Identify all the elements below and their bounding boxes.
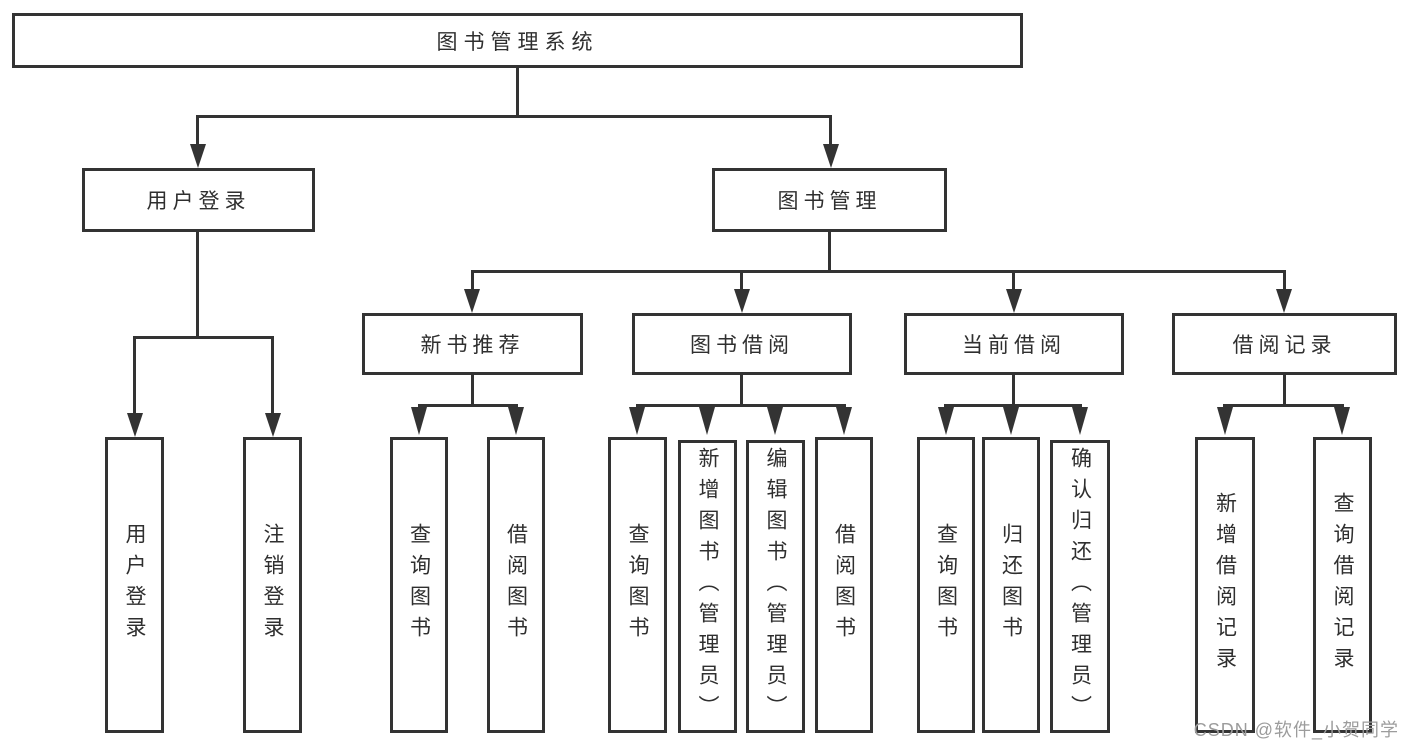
arrow-down-icon (836, 407, 852, 435)
connector-line (133, 336, 274, 339)
node-leaf-query-books-1: 查询图书 (390, 437, 448, 733)
node-leaf-add-borrow-record: 新增借阅记录 (1195, 437, 1255, 733)
node-leaf-edit-books-admin: 编辑图书（管理员） (746, 440, 805, 733)
node-leaf-query-books-2: 查询图书 (608, 437, 667, 733)
node-leaf-borrow-books-2-label: 借阅图书 (832, 523, 856, 647)
arrow-down-icon (464, 289, 480, 313)
node-leaf-return-books: 归还图书 (982, 437, 1040, 733)
arrow-down-icon (767, 407, 783, 435)
node-leaf-user-login: 用户登录 (105, 437, 164, 733)
node-new-book-recommend: 新书推荐 (362, 313, 583, 375)
node-user-login: 用户登录 (82, 168, 315, 232)
node-user-login-label: 用户登录 (146, 190, 251, 213)
connector-line (196, 231, 199, 339)
node-current-borrowing-label: 当前借阅 (962, 334, 1066, 357)
connector-line (1012, 374, 1015, 407)
node-leaf-confirm-return-admin: 确认归还（管理员） (1050, 440, 1110, 733)
node-borrow-records: 借阅记录 (1172, 313, 1397, 375)
node-book-borrowing: 图书借阅 (632, 313, 852, 375)
arrow-down-icon (1276, 289, 1292, 313)
arrow-down-icon (127, 413, 143, 437)
arrow-down-icon (1072, 407, 1088, 435)
node-leaf-query-books-1-label: 查询图书 (407, 523, 431, 647)
node-leaf-logout: 注销登录 (243, 437, 302, 733)
connector-line (1283, 374, 1286, 407)
node-new-book-recommend-label: 新书推荐 (420, 334, 525, 357)
arrow-down-icon (1003, 407, 1019, 435)
node-leaf-return-books-label: 归还图书 (999, 523, 1023, 647)
arrow-down-icon (1006, 289, 1022, 313)
arrow-down-icon (411, 407, 427, 435)
connector-line (196, 115, 832, 118)
node-leaf-edit-books-admin-label: 编辑图书（管理员） (764, 447, 787, 726)
node-leaf-query-books-3-label: 查询图书 (934, 523, 958, 647)
arrow-down-icon (734, 289, 750, 313)
arrow-down-icon (823, 144, 839, 168)
connector-line (516, 68, 519, 118)
node-book-management-label: 图书管理 (777, 190, 882, 213)
arrow-down-icon (508, 407, 524, 435)
connector-line (471, 270, 474, 292)
node-book-management: 图书管理 (712, 168, 947, 232)
node-leaf-user-login-label: 用户登录 (123, 523, 146, 647)
connector-line (944, 404, 1082, 407)
arrow-down-icon (938, 407, 954, 435)
connector-line (196, 115, 199, 148)
node-current-borrowing: 当前借阅 (904, 313, 1124, 375)
arrow-down-icon (1217, 407, 1233, 435)
connector-line (418, 404, 518, 407)
connector-line (1223, 404, 1344, 407)
connector-line (471, 270, 1286, 273)
connector-line (1283, 270, 1286, 292)
node-leaf-query-borrow-record-label: 查询借阅记录 (1331, 492, 1354, 678)
node-book-borrowing-label: 图书借阅 (690, 334, 794, 357)
node-leaf-borrow-books-1-label: 借阅图书 (504, 523, 528, 647)
connector-line (636, 404, 846, 407)
node-leaf-query-books-3: 查询图书 (917, 437, 975, 733)
node-borrow-records-label: 借阅记录 (1232, 334, 1337, 357)
arrow-down-icon (629, 407, 645, 435)
connector-line (740, 374, 743, 407)
arrow-down-icon (190, 144, 206, 168)
connector-line (1012, 270, 1015, 292)
arrow-down-icon (1334, 407, 1350, 435)
node-leaf-logout-label: 注销登录 (261, 523, 284, 647)
node-root-label: 图书管理系统 (436, 30, 599, 54)
connector-line (471, 374, 474, 407)
node-leaf-confirm-return-admin-label: 确认归还（管理员） (1068, 447, 1092, 726)
node-leaf-add-books-admin: 新增图书（管理员） (678, 440, 737, 733)
connector-line (133, 336, 136, 415)
node-leaf-borrow-books-2: 借阅图书 (815, 437, 873, 733)
arrow-down-icon (699, 407, 715, 435)
node-leaf-query-borrow-record: 查询借阅记录 (1313, 437, 1372, 733)
arrow-down-icon (265, 413, 281, 437)
node-leaf-add-books-admin-label: 新增图书（管理员） (696, 447, 719, 726)
connector-line (271, 336, 274, 415)
node-leaf-query-books-2-label: 查询图书 (626, 523, 649, 647)
connector-line (740, 270, 743, 292)
node-leaf-borrow-books-1: 借阅图书 (487, 437, 545, 733)
connector-line (828, 231, 831, 273)
csdn-watermark: CSDN @软件_小贺同学 (1193, 720, 1399, 740)
node-root: 图书管理系统 (12, 13, 1023, 68)
connector-line (829, 115, 832, 148)
node-leaf-add-borrow-record-label: 新增借阅记录 (1213, 492, 1237, 678)
